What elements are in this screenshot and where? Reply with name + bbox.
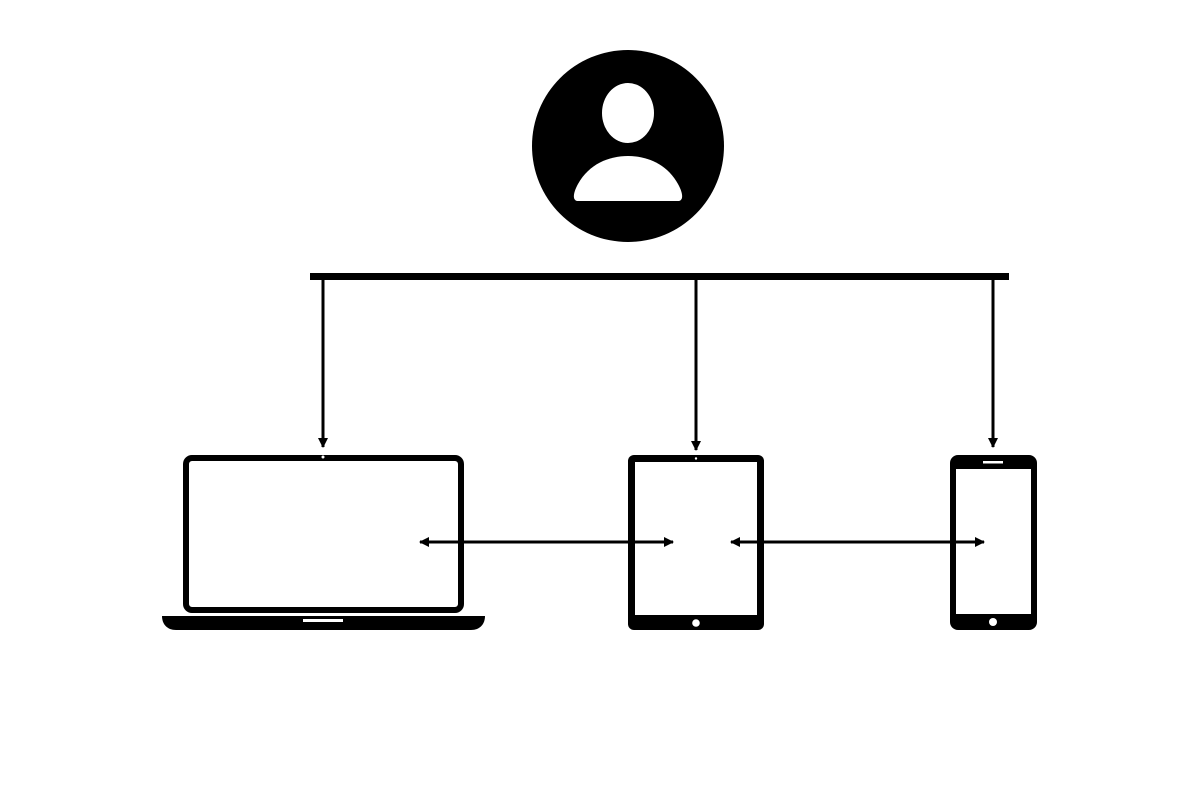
laptop-icon xyxy=(162,455,485,630)
distribution-bar xyxy=(310,273,1009,280)
user-avatar-icon xyxy=(532,50,724,242)
